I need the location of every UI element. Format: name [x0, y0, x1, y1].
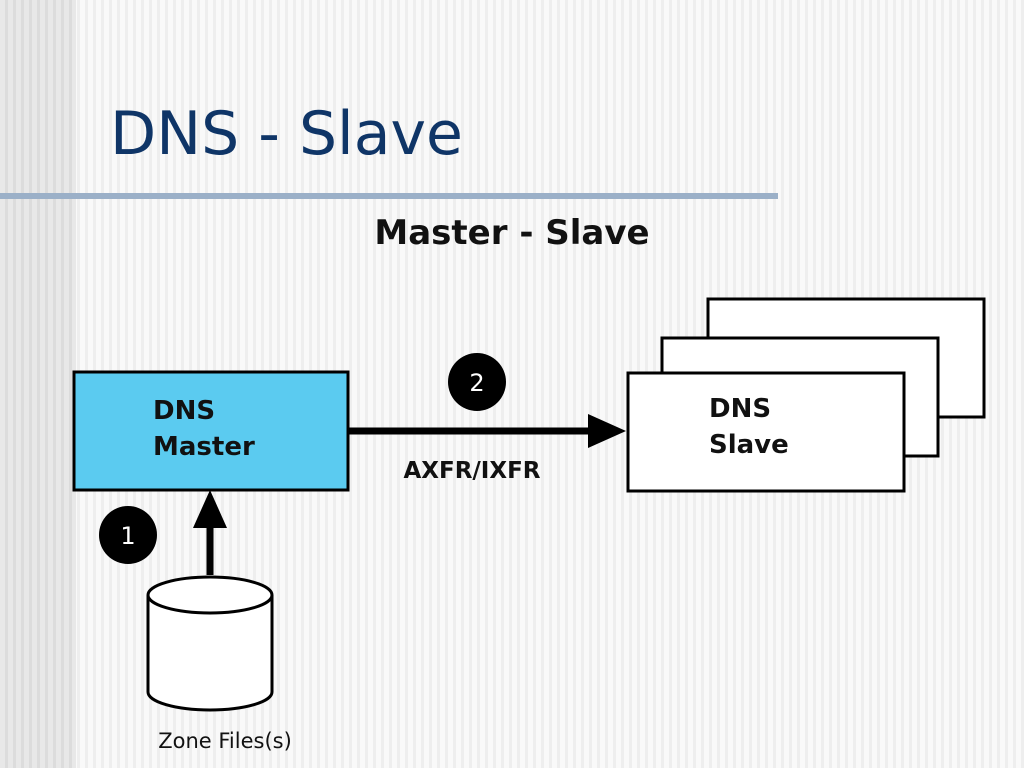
transfer-arrow-head [588, 414, 626, 448]
cylinder-body [146, 595, 274, 712]
zone-files-cylinder [146, 575, 274, 712]
title-underline [0, 193, 778, 199]
dns-slave-box [626, 371, 906, 493]
dns-slave-label-line2: Slave [709, 430, 789, 460]
dns-master-box [72, 370, 350, 492]
dns-master-node: DNS Master [72, 370, 350, 492]
step-1-number: 1 [120, 522, 135, 550]
zone-files-label: Zone Files(s) [158, 729, 292, 753]
dns-master-label-line2: Master [153, 432, 255, 462]
background-band [0, 0, 76, 768]
transfer-arrow [348, 414, 626, 448]
step-2-number: 2 [469, 369, 484, 397]
upload-arrow-head [193, 490, 227, 528]
step-2-circle [448, 353, 506, 411]
slide-title: DNS - Slave [110, 99, 463, 169]
diagram-heading: Master - Slave [374, 213, 649, 253]
upload-arrow [193, 490, 227, 575]
dns-slave-label-line1: DNS [709, 394, 771, 424]
transfer-label: AXFR/IXFR [403, 458, 540, 484]
step-1-circle [99, 506, 157, 564]
dns-slave-stack: DNS Slave [626, 297, 986, 493]
cylinder-top [146, 575, 274, 615]
step-2-badge: 2 [448, 353, 506, 411]
step-1-badge: 1 [99, 506, 157, 564]
dns-master-label-line1: DNS [153, 396, 215, 426]
